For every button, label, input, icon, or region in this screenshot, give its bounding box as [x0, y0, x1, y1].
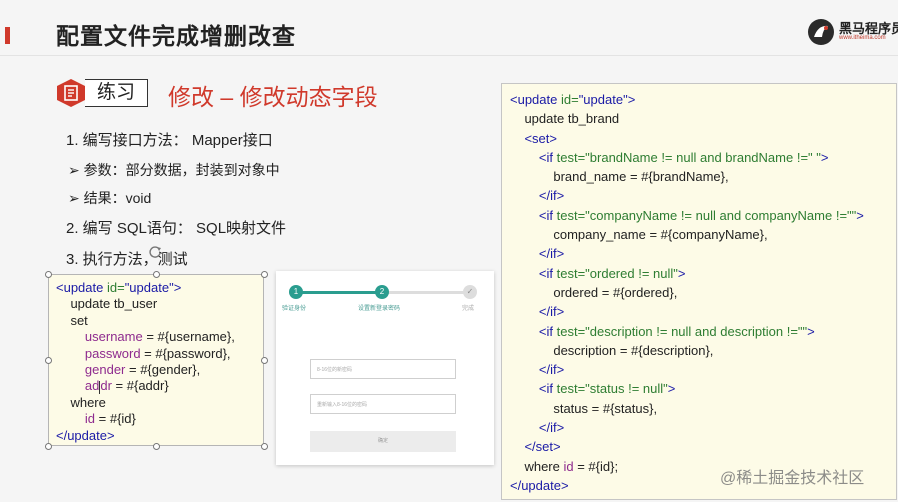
exercise-heading: 修改 – 修改动态字段: [168, 84, 378, 110]
password-reset-mockup: 1 2 ✓ 验证身份 设置新登录密码 完成 8-16位的新密码 重新输入8-16…: [276, 271, 494, 465]
title-divider: [0, 55, 898, 56]
step-item: 2. 编写 SQL语句： SQL映射文件: [66, 220, 287, 237]
code-line: update tb_brand: [524, 111, 620, 127]
code-line: ordered = #{ordered},: [553, 284, 678, 300]
resize-handle[interactable]: [261, 443, 268, 450]
code-line: <update id="update">: [510, 92, 636, 107]
code-line: </if>: [538, 362, 565, 378]
resize-handle[interactable]: [45, 357, 52, 364]
resize-handle[interactable]: [153, 271, 160, 278]
code-line: </update>: [56, 427, 115, 443]
code-line: description = #{description},: [553, 342, 714, 358]
right-code-box: <update id="update"> update tb_brand <se…: [501, 83, 897, 500]
code-line: </if>: [538, 420, 565, 436]
check-icon: ✓: [463, 285, 477, 299]
page-title: 配置文件完成增删改查: [56, 23, 296, 49]
resize-handle[interactable]: [153, 443, 160, 450]
code-line: password = #{password},: [84, 345, 231, 361]
code-line: </if>: [538, 246, 565, 262]
resize-handle[interactable]: [45, 443, 52, 450]
code-line: <set>: [524, 130, 557, 146]
step-item: 3. 执行方法，测试: [66, 251, 188, 268]
code-line: company_name = #{companyName},: [553, 227, 768, 243]
submit-button[interactable]: 确定: [310, 431, 456, 452]
code-line: </update>: [510, 477, 569, 493]
code-line: addr = #{addr}: [84, 378, 169, 394]
step-item: 1. 编写接口方法： Mapper接口: [66, 132, 273, 149]
code-line: set: [56, 312, 88, 328]
step-item: ➢ 结果：void: [68, 190, 152, 206]
logo-brand-text: 黑马程序员: [839, 21, 898, 36]
code-line: gender = #{gender},: [84, 362, 201, 378]
code-line: <if test="description != null and descri…: [538, 323, 815, 339]
step-label: 验证身份: [282, 306, 307, 312]
code-line: update tb_user: [56, 296, 158, 312]
logo-url-text: www.itheima.com: [839, 35, 886, 41]
code-line: <if test="status != null">: [538, 381, 676, 397]
code-line: <if test="ordered != null">: [538, 265, 686, 281]
step-dot-2: 2: [375, 285, 389, 299]
step-item: ➢ 参数：部分数据，封装到对象中: [68, 162, 280, 178]
code-line: <update id="update">: [56, 280, 182, 295]
progress-line-done: [296, 291, 382, 294]
resize-handle[interactable]: [261, 357, 268, 364]
progress-line-pending: [382, 291, 470, 294]
title-accent-bar: [5, 27, 10, 44]
code-line: id = #{id}: [84, 411, 136, 427]
code-line: username = #{username},: [84, 329, 235, 345]
step-label: 完成: [462, 306, 475, 312]
itheima-logo-icon: [808, 19, 834, 45]
code-line: <if test="brandName != null and brandNam…: [538, 149, 829, 165]
code-line: </set>: [524, 439, 561, 455]
watermark: @稀土掘金技术社区: [720, 470, 865, 487]
itheima-logo: 黑马程序员 www.itheima.com: [806, 16, 898, 46]
exercise-book-icon: [57, 79, 85, 107]
code-line: </if>: [538, 188, 565, 204]
confirm-password-input[interactable]: 重新输入8-16位的密码: [310, 394, 456, 414]
resize-handle[interactable]: [45, 271, 52, 278]
resize-handle[interactable]: [261, 271, 268, 278]
rotate-handle-icon[interactable]: [147, 244, 163, 260]
exercise-label: 练习: [85, 79, 148, 107]
code-line: where id = #{id};: [524, 458, 619, 474]
step-dot-1: 1: [289, 285, 303, 299]
step-label: 设置新登录密码: [358, 306, 401, 312]
text-cursor: [99, 380, 101, 394]
code-line: <if test="companyName != null and compan…: [538, 207, 864, 223]
code-line: brand_name = #{brandName},: [553, 169, 729, 185]
left-code-box[interactable]: <update id="update"> update tb_user set …: [48, 274, 264, 446]
new-password-input[interactable]: 8-16位的新密码: [310, 359, 456, 379]
code-line: </if>: [538, 304, 565, 320]
code-line: where: [56, 394, 106, 410]
code-line: status = #{status},: [553, 400, 658, 416]
